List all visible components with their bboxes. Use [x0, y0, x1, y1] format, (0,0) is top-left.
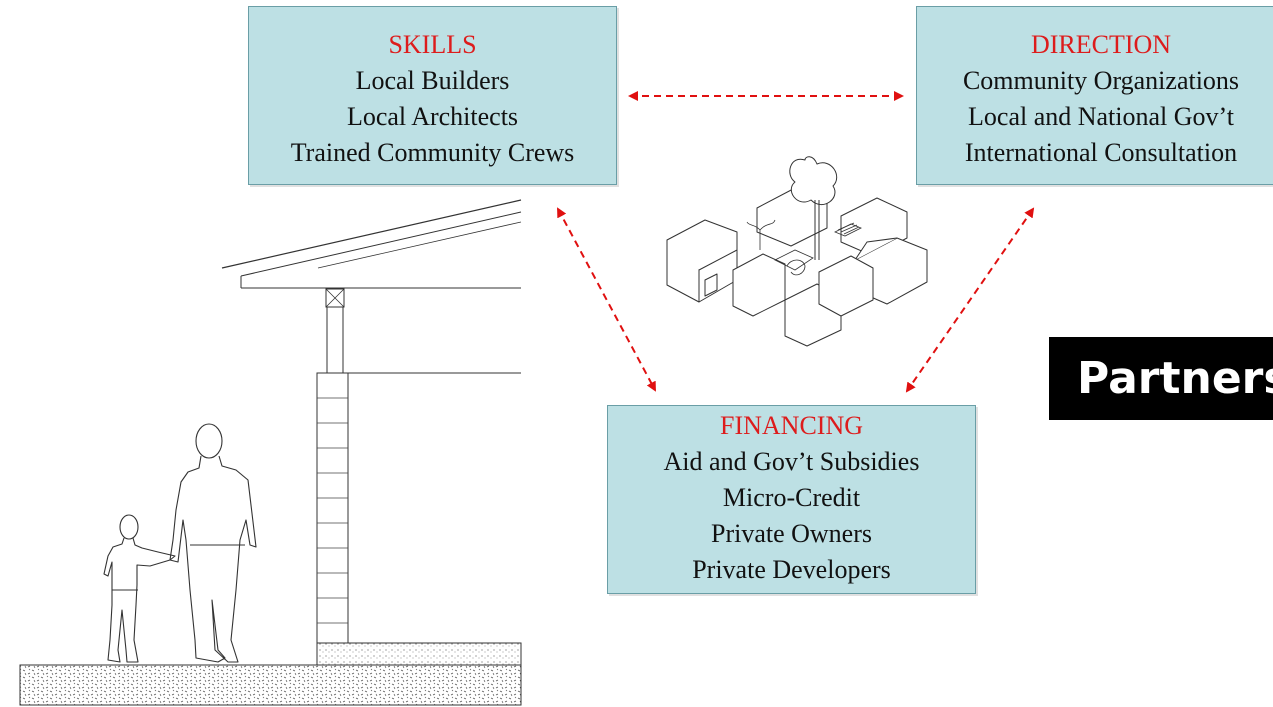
skills-item: Local Builders [355, 66, 510, 95]
direction-box: DIRECTION Community Organizations Local … [916, 6, 1273, 185]
skills-financing-arrow [557, 207, 656, 392]
direction-item: International Consultation [964, 138, 1238, 167]
financing-box: FINANCING Aid and Gov’t Subsidies Micro-… [607, 405, 976, 594]
house-sketch-illustration [19, 199, 522, 706]
financing-item: Private Owners [710, 519, 872, 548]
skills-item: Trained Community Crews [290, 138, 575, 167]
partners-label: Partners [1049, 337, 1273, 420]
financing-item: Private Developers [692, 555, 891, 584]
financing-title: FINANCING [720, 411, 863, 440]
financing-item: Aid and Gov’t Subsidies [663, 447, 920, 476]
direction-title: DIRECTION [1030, 30, 1172, 59]
financing-item: Micro-Credit [722, 483, 861, 512]
direction-item: Local and National Gov’t [968, 102, 1234, 131]
skills-box: SKILLS Local Builders Local Architects T… [248, 6, 617, 185]
courtyard-houses-illustration [645, 150, 952, 350]
direction-item: Community Organizations [962, 66, 1240, 95]
direction-financing-arrow [905, 207, 1035, 393]
skills-item: Local Architects [346, 102, 519, 131]
skills-title: SKILLS [388, 30, 477, 59]
